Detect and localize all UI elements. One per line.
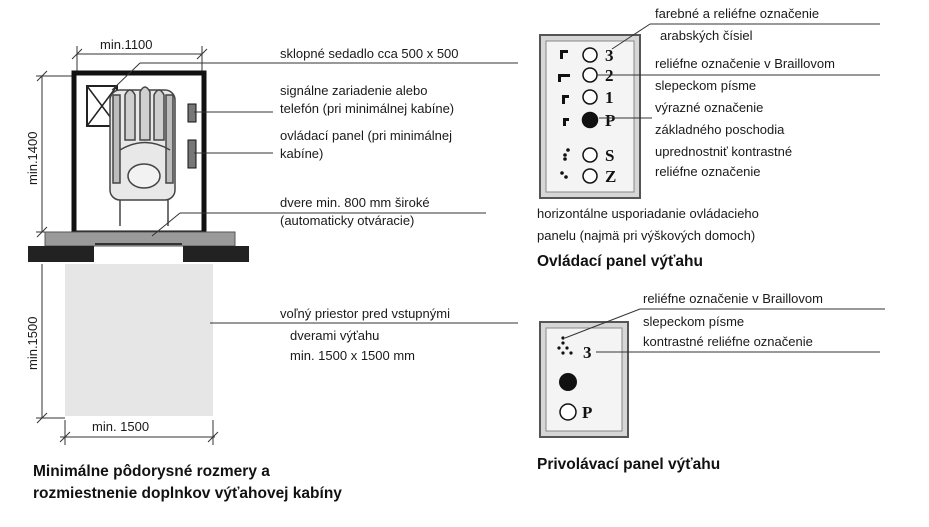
callout-signal-line2: telefón (pri minimálnej kabíne) bbox=[280, 101, 454, 116]
button-2 bbox=[582, 67, 598, 83]
dim-space-width: min. 1500 bbox=[92, 419, 149, 434]
cp-note-braille-line1: reliéfne označenie v Braillovom bbox=[655, 56, 835, 71]
callout-door-line1: dvere min. 800 mm široké bbox=[280, 195, 430, 210]
call-panel-p-label: P bbox=[582, 403, 592, 422]
cp-note-color-line1: farebné a reliéfne označenie bbox=[655, 6, 819, 21]
cp-horizontal-line2: panelu (najmä pri výškových domoch) bbox=[537, 228, 755, 243]
floor-plan: min.1100 min.1400 bbox=[25, 37, 518, 502]
dim-space-depth: min.1500 bbox=[25, 317, 40, 370]
cp-horizontal-line1: horizontálne usporiadanie ovládacieho bbox=[537, 206, 759, 221]
button-label-p: P bbox=[605, 111, 615, 130]
button-label-1: 1 bbox=[605, 88, 614, 107]
button-p bbox=[581, 111, 599, 129]
callout-door-line2: (automaticky otváracie) bbox=[280, 213, 414, 228]
callout-space-line2: dverami výťahu bbox=[290, 328, 379, 343]
call-button-p bbox=[559, 403, 577, 421]
call-note-contrast: kontrastné reliéfne označenie bbox=[643, 334, 813, 349]
button-label-s: S bbox=[605, 146, 614, 165]
plan-caption-line2: rozmiestnenie doplnkov výťahovej kabíny bbox=[33, 485, 342, 502]
call-button-filled bbox=[559, 373, 577, 391]
control-panel-caption: Ovládací panel výťahu bbox=[537, 253, 703, 270]
cp-note-color-line2: arabských čísiel bbox=[660, 28, 753, 43]
call-panel-number: 3 bbox=[583, 343, 592, 362]
cp-note-contrast-line1: uprednostniť kontrastné bbox=[655, 144, 792, 159]
button-1 bbox=[582, 89, 598, 105]
wall-left bbox=[28, 246, 94, 262]
call-note-braille-line1: reliéfne označenie v Braillovom bbox=[643, 291, 823, 306]
plan-caption-line1: Minimálne pôdorysné rozmery a bbox=[33, 463, 270, 480]
braille-marks bbox=[558, 50, 570, 179]
wall-control-panel bbox=[187, 139, 197, 169]
control-panel-figure: 3 2 1 P S Z farebné a reliéfne označenie… bbox=[537, 6, 880, 270]
dim-cabin-width: min.1100 bbox=[100, 37, 153, 52]
cp-note-ground-line1: výrazné označenie bbox=[655, 100, 763, 115]
cp-note-contrast-line2: reliéfne označenie bbox=[655, 164, 761, 179]
call-panel-figure: 3 P reliéfne označenie v Braillovom slep… bbox=[537, 291, 885, 473]
door-threshold bbox=[44, 231, 236, 247]
callout-space-line3: min. 1500 x 1500 mm bbox=[290, 348, 415, 363]
button-z bbox=[582, 168, 598, 184]
callout-signal-line1: signálne zariadenie alebo bbox=[280, 83, 427, 98]
signal-device bbox=[187, 103, 197, 123]
call-panel-caption: Privolávací panel výťahu bbox=[537, 456, 720, 473]
callout-panel-line2: kabíne) bbox=[280, 146, 323, 161]
cp-note-ground-line2: základného poschodia bbox=[655, 122, 785, 137]
cp-note-braille-line2: slepeckom písme bbox=[655, 78, 756, 93]
call-note-braille-line2: slepeckom písme bbox=[643, 314, 744, 329]
button-3 bbox=[582, 47, 598, 63]
button-label-3: 3 bbox=[605, 46, 614, 65]
button-label-z: Z bbox=[605, 167, 616, 186]
button-s bbox=[582, 147, 598, 163]
call-braille-marks bbox=[557, 336, 573, 355]
dim-cabin-depth: min.1400 bbox=[25, 132, 40, 185]
wheelchair-user bbox=[109, 86, 176, 226]
callout-seat: sklopné sedadlo cca 500 x 500 bbox=[280, 46, 459, 61]
callout-panel-line1: ovládací panel (pri minimálnej bbox=[280, 128, 452, 143]
callout-space-line1: voľný priestor pred vstupnými bbox=[280, 306, 450, 321]
free-space-area bbox=[65, 264, 213, 416]
wall-right bbox=[183, 246, 249, 262]
